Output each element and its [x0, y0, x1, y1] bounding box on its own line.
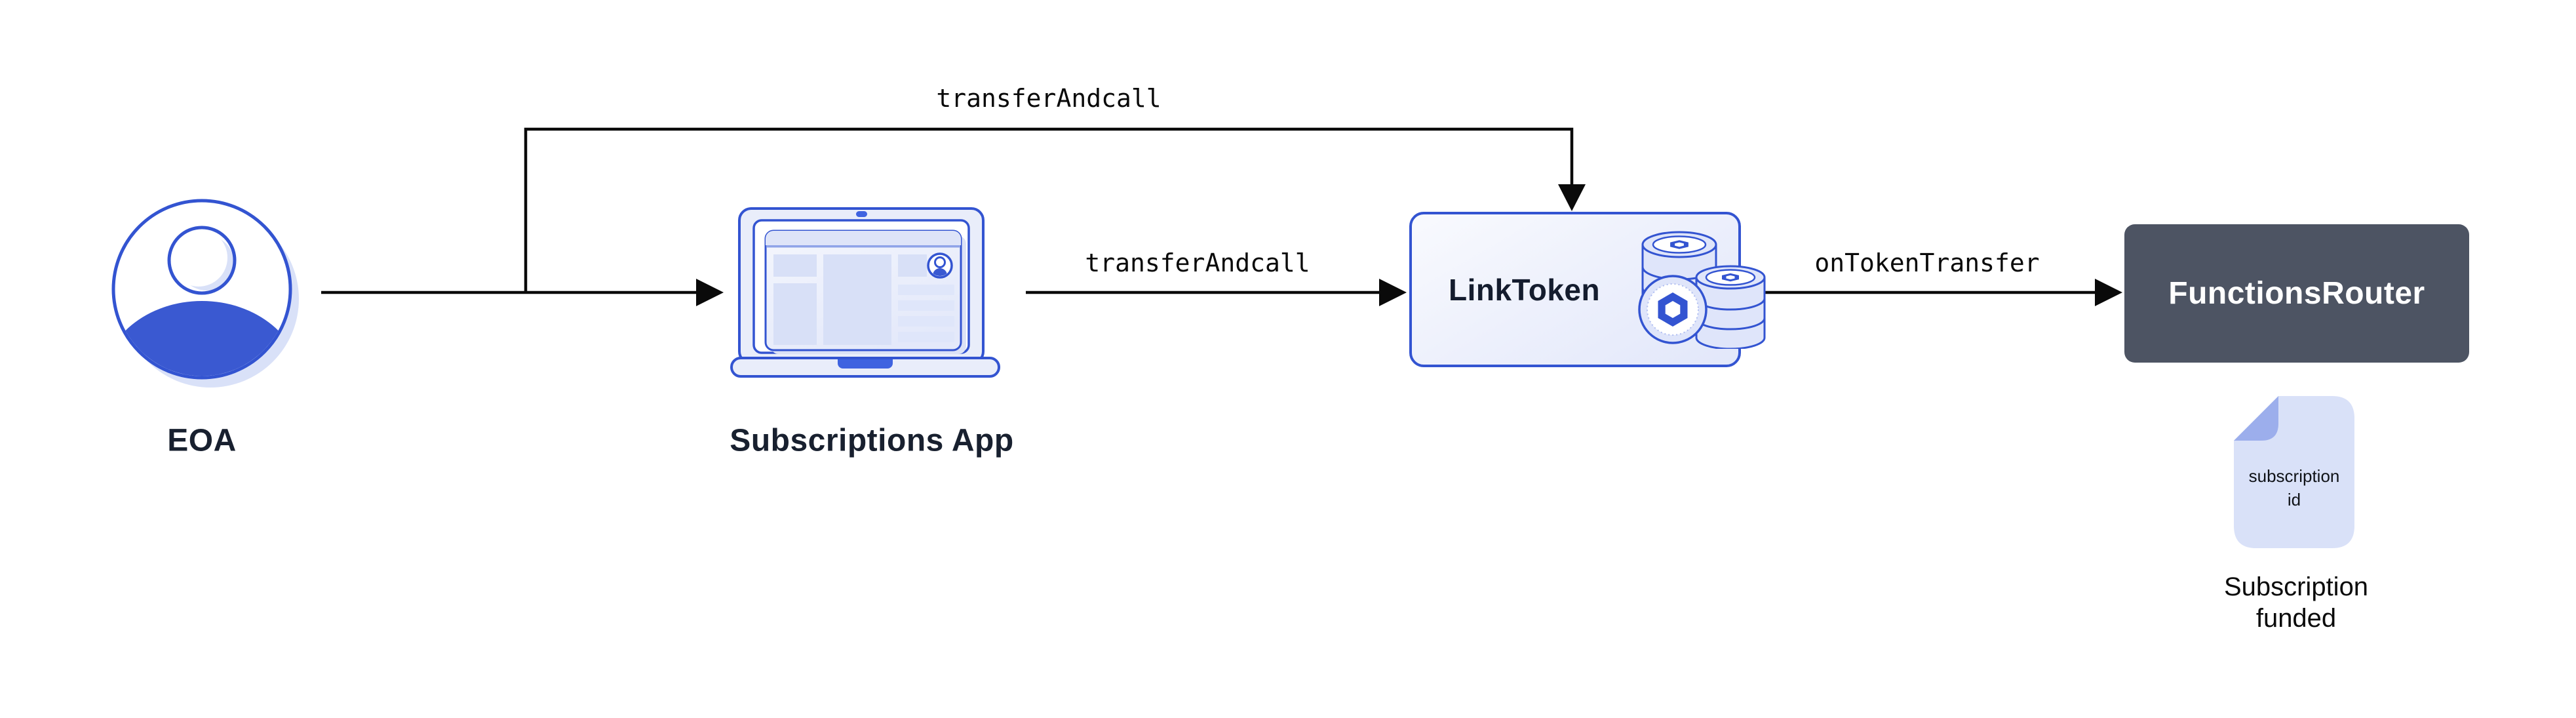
caption-line1: Subscription	[2223, 572, 2369, 601]
subscription-document-icon	[2234, 396, 2354, 548]
subscription-id-line2: id	[2287, 490, 2301, 509]
eoa-label: EOA	[167, 423, 237, 458]
caption-line2: funded	[2255, 604, 2337, 633]
functionsrouter-node: FunctionsRouter	[2124, 224, 2469, 363]
arrowhead-to-linktoken	[1379, 279, 1407, 306]
edge-label-ontokentransfer: onTokenTransfer	[1814, 249, 2040, 277]
arrowhead-to-linktoken-top	[1558, 184, 1586, 211]
subscription-funded-caption: Subscription funded	[2224, 571, 2368, 634]
link-coins-icon	[1638, 231, 1766, 349]
subscription-id-text: subscription id	[2229, 464, 2360, 511]
edge-label-transferandcall-top: transferAndcall	[936, 84, 1161, 113]
arrow-eoa-to-linktoken-line	[524, 127, 1574, 292]
subscription-id-line1: subscription	[2248, 466, 2340, 486]
person-icon	[111, 199, 299, 388]
edge-label-transferandcall-mid: transferAndcall	[1085, 249, 1310, 277]
linktoken-label: LinkToken	[1449, 272, 1601, 307]
avatar-icon	[927, 252, 953, 279]
functionsrouter-label: FunctionsRouter	[2168, 276, 2425, 311]
folded-corner	[2234, 396, 2278, 441]
subscriptions-app-label: Subscriptions App	[730, 423, 1014, 458]
arrowhead-to-router	[2095, 279, 2122, 306]
webcam-dot	[856, 211, 867, 217]
arrowhead-to-app	[696, 279, 724, 306]
laptop-icon	[730, 207, 1000, 378]
